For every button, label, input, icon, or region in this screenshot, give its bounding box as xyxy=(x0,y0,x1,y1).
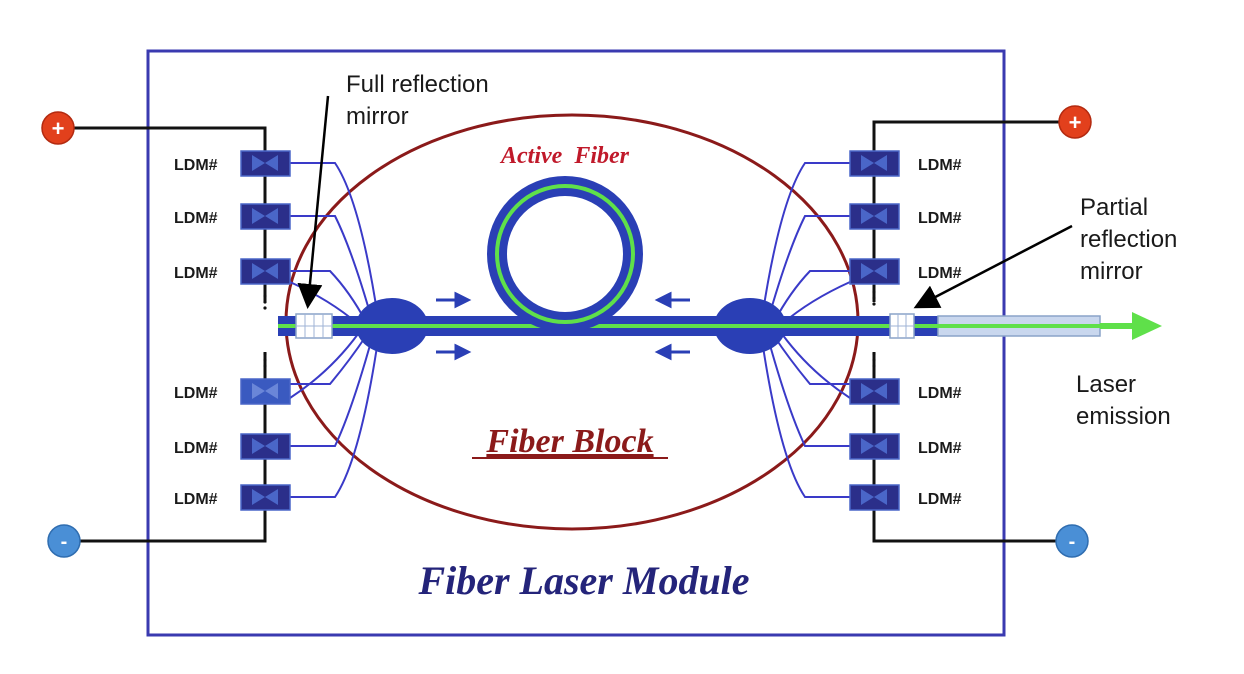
active-fiber-label: Active Fiber xyxy=(499,143,630,169)
ldm-right-3: LDM# xyxy=(849,258,962,285)
terminal-minus-right: - xyxy=(1055,524,1089,558)
pump-direction-arrows xyxy=(436,291,690,361)
module-title: Fiber Laser Module xyxy=(417,558,749,603)
left-ellipsis-dots xyxy=(263,294,267,368)
ldm-label: LDM# xyxy=(174,265,218,282)
left-power-wires xyxy=(58,126,267,543)
module-frame xyxy=(146,49,1006,637)
ldm-left-4: LDM# xyxy=(174,378,291,405)
ldm-right-6: LDM# xyxy=(849,484,962,511)
laser-emission-label-line2: emission xyxy=(1076,403,1171,430)
ldm-label: LDM# xyxy=(174,157,218,174)
ldm-left-5: LDM# xyxy=(174,433,291,460)
terminal-minus-left: - xyxy=(47,524,81,558)
right-ellipsis-dots xyxy=(872,290,876,368)
plus-icon: + xyxy=(52,116,65,141)
plus-icon: + xyxy=(1069,110,1082,135)
ldm-label: LDM# xyxy=(918,157,962,174)
laser-emission-label-line1: Laser xyxy=(1076,371,1136,398)
ldm-left-2: LDM# xyxy=(174,203,291,230)
ldm-right-2: LDM# xyxy=(849,203,962,230)
terminal-plus-left: + xyxy=(41,111,75,145)
partial-reflection-label-line1: Partial xyxy=(1080,194,1148,221)
ldm-left-3: LDM# xyxy=(174,258,291,285)
ldm-label: LDM# xyxy=(174,491,218,508)
full-reflection-label-line2: mirror xyxy=(346,103,409,130)
active-fiber-coil xyxy=(487,176,643,332)
ldm-label: LDM# xyxy=(918,265,962,282)
ldm-right-1: LDM# xyxy=(849,150,962,177)
full-reflection-pointer xyxy=(297,95,330,309)
minus-icon: - xyxy=(61,531,68,553)
ldm-label: LDM# xyxy=(174,385,218,402)
ldm-left-6: LDM# xyxy=(174,484,291,511)
partial-reflection-mirror xyxy=(889,313,915,339)
laser-output-arrowhead xyxy=(1132,312,1162,340)
right-ldm-group: LDM# LDM# LDM# LDM# LDM# LDM# xyxy=(849,150,962,511)
ldm-label: LDM# xyxy=(918,491,962,508)
full-reflection-mirror xyxy=(295,313,333,339)
partial-reflection-label-line3: mirror xyxy=(1080,258,1143,285)
ldm-label: LDM# xyxy=(174,440,218,457)
ldm-right-4: LDM# xyxy=(849,378,962,405)
minus-icon: - xyxy=(1069,531,1076,553)
ldm-label: LDM# xyxy=(918,385,962,402)
partial-reflection-label-line2: reflection xyxy=(1080,226,1177,253)
terminal-plus-right: + xyxy=(1058,105,1092,139)
ldm-label: LDM# xyxy=(918,210,962,227)
fiber-block-label: Fiber Block xyxy=(485,423,653,460)
ldm-left-1: LDM# xyxy=(174,150,291,177)
full-reflection-label-line1: Full reflection xyxy=(346,71,489,98)
ldm-label: LDM# xyxy=(174,210,218,227)
ldm-right-5: LDM# xyxy=(849,433,962,460)
ldm-label: LDM# xyxy=(918,440,962,457)
left-ldm-group: LDM# LDM# LDM# LDM# LDM# LDM# xyxy=(174,150,291,511)
partial-reflection-pointer xyxy=(913,224,1073,309)
